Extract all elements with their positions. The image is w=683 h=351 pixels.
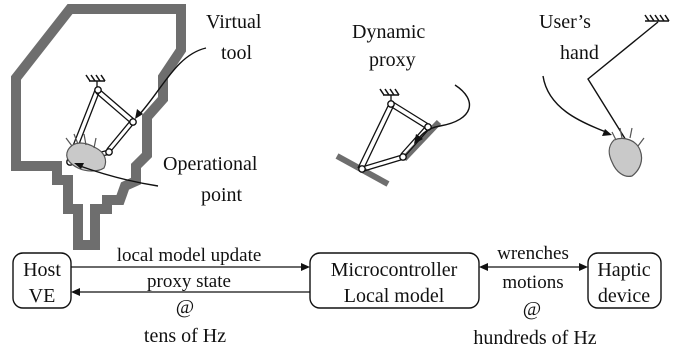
hand-ground-symbol [644,14,670,22]
dynamic-proxy-label-line2: proxy [369,49,416,71]
proxy-ground-symbol [379,88,400,96]
proxy-state-arrowhead [71,288,80,296]
host-ve-block [12,252,72,309]
virtual-environment-wall [11,4,186,250]
users-hand-label-line2: hand [560,42,599,64]
left-at-symbol: @ [176,296,194,318]
users-hand-panel: User’s hand [539,11,670,177]
haptic-label-line2: device [598,285,650,307]
dynamic-proxy-panel: Dynamic proxy [335,21,471,187]
host-ve-label-line1: Host [23,259,61,281]
hand-icon-right [608,127,645,177]
operational-point-label-line2: point [201,184,243,206]
right-rate-label: hundreds of Hz [473,327,596,349]
dynamic-proxy-arrow [417,84,471,140]
block-diagram: Host VE Microcontroller Local model Hapt… [12,243,662,349]
host-ve-label-line2: VE [29,285,56,307]
micro-haptic-arrowhead-left [479,263,488,271]
arm-linkage [587,21,659,146]
motions-label: motions [502,272,563,293]
local-model-update-arrowhead [301,263,310,271]
proxy-linkage [357,95,431,172]
virtual-environment-panel: Virtual tool Operational point [11,4,262,250]
operational-point-arrow [79,165,159,187]
dynamic-proxy-arrowhead [414,134,423,144]
operational-point-label-line1: Operational [163,153,258,175]
operational-point-arrowhead [74,163,84,169]
haptic-device-block [587,252,662,309]
right-at-symbol: @ [523,298,541,320]
local-model-update-label: local model update [117,245,262,266]
local-model-label: Local model [344,285,445,307]
virtual-tool-label-line1: Virtual [206,11,262,33]
virtual-tool-arrowhead [135,109,143,119]
users-hand-arrow [542,75,607,133]
microcontroller-block [309,252,480,309]
microcontroller-label: Microcontroller [331,259,458,281]
haptic-label-line1: Haptic [597,259,650,281]
micro-haptic-arrowhead-right [579,263,588,271]
virtual-tool-joints [66,86,137,166]
users-hand-label-line1: User’s [539,11,591,33]
virtual-tool-label-line2: tool [221,42,253,64]
wrenches-label: wrenches [497,243,569,264]
hand-icon-left [65,133,107,172]
virtual-tool-arrow [137,47,207,117]
proxy-joints [358,100,432,173]
left-rate-label: tens of Hz [144,325,226,347]
proxy-state-label: proxy state [147,271,231,292]
dynamic-proxy-label-line1: Dynamic [352,21,425,43]
users-hand-arrowhead [602,129,612,136]
ground-symbol [85,74,106,82]
